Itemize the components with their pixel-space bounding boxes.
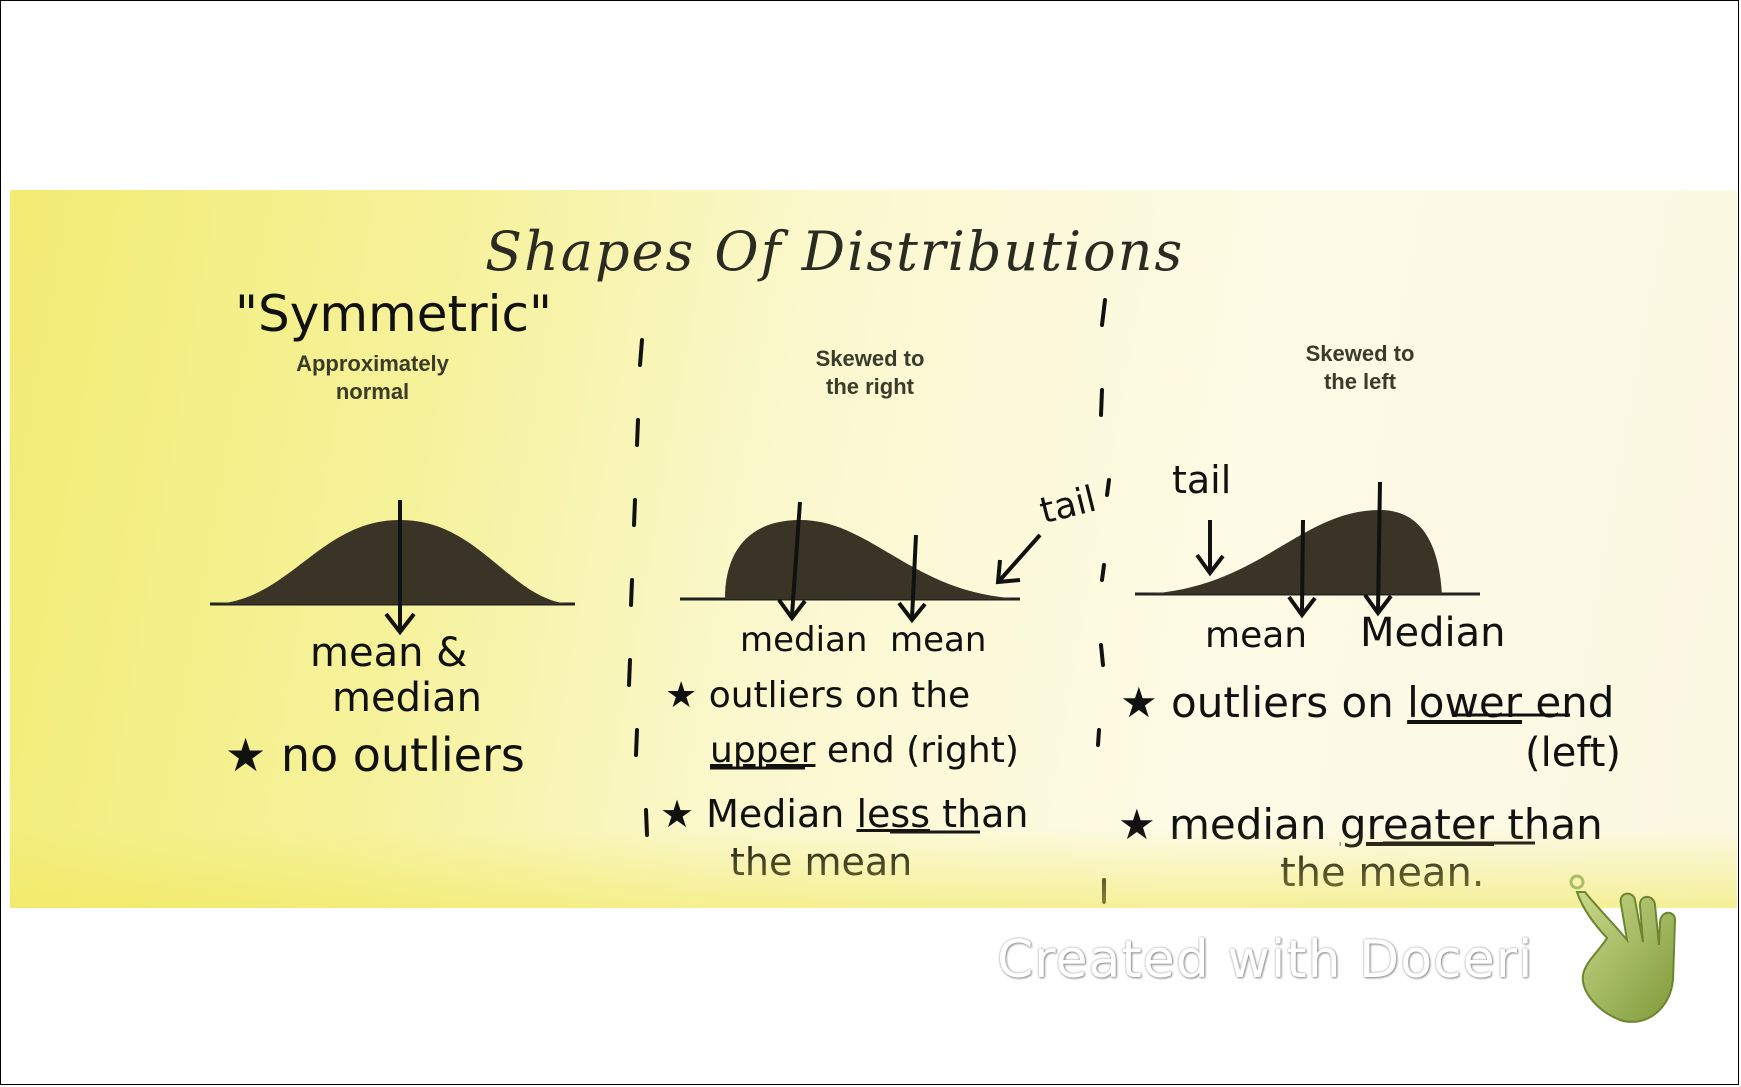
arrow-icon [777,501,1042,624]
arrow-icon [384,500,416,636]
printed-label-line: the right [826,373,914,399]
note-underlined-word: greater [1339,800,1494,849]
pointing-hand-icon [1569,874,1677,1023]
left-tail-label: tail [1172,458,1232,502]
left-mean-label: mean [1205,615,1308,656]
column-divider-1 [627,338,649,837]
left-skew-printed-label: Skewed to the left [1260,340,1460,395]
right-note-1: ★ outliers on the [665,675,970,716]
notes-photo: Shapes Of Distributions [10,190,1737,908]
symmetric-heading: "Symmetric" [235,285,553,343]
symmetric-printed-label: Approximately normal [270,350,475,405]
symmetric-arrow-label-2: median [332,675,482,721]
arrow-icon [1195,481,1393,619]
left-note-1: ★ outliers on lower end [1120,678,1614,727]
distribution-curves [210,298,1570,904]
note-prefix: ★ median [1118,800,1327,849]
symmetric-note: ★ no outliers [225,728,525,782]
symmetric-arrow-label: mean & [310,630,468,676]
doceri-watermark: Created with Doceri [997,930,1534,990]
right-note-2-line-2: the mean [730,840,913,884]
left-skew-curve [1145,510,1442,594]
printed-label-line: Approximately [296,351,449,376]
right-mean-label: mean [890,620,987,660]
left-median-label: Median [1360,610,1506,656]
underline-marks [710,713,1570,845]
left-note-2: ★ median greater than [1118,800,1603,849]
column-divider-2 [1096,298,1111,904]
printed-label-line: normal [335,378,410,404]
printed-label-line: Skewed to [1305,341,1415,366]
left-note-1-line-2: (left) [1525,730,1621,776]
symmetric-curve [215,520,570,604]
note-suffix: than [942,792,1029,836]
right-skew-printed-label: Skewed to the right [770,345,970,400]
note-prefix: ★ outliers on the [665,675,971,716]
right-median-label: median [740,620,868,660]
right-note-2: ★ Median less than [660,792,1028,836]
note-underlined-word: lower [1407,678,1522,727]
right-note-1-line-2: upper end (right) [710,730,1019,771]
note-suffix: than [1507,800,1603,849]
note-prefix: ★ Median [660,792,845,836]
note-suffix: end [1535,678,1615,727]
note-prefix: ★ outliers on [1120,678,1394,727]
printed-label-line: the left [1323,368,1397,394]
note-suffix: end (right) [826,730,1019,771]
right-skew-curve [725,520,1010,599]
note-underlined-word: less [856,792,930,836]
note-underlined-word: upper [710,730,816,771]
left-note-2-line-2: the mean. [1280,850,1485,896]
page-title: Shapes Of Distributions [485,220,1185,283]
printed-label-line: Skewed to [815,346,925,371]
